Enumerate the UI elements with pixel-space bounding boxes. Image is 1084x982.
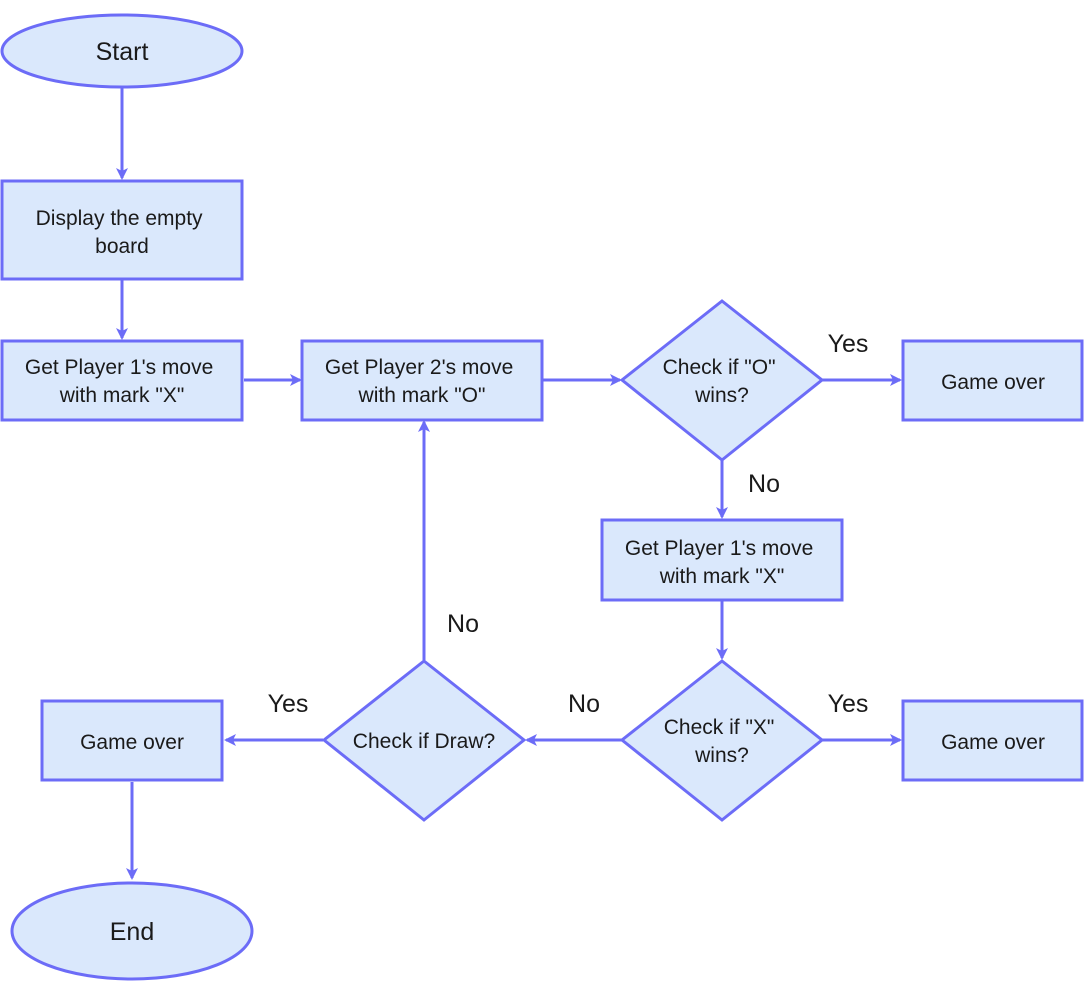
edge-label-draw-yes: Yes bbox=[268, 690, 309, 718]
svg-text:Check if "X" wins?: Check if "X" wins? bbox=[664, 716, 780, 767]
svg-text:End: End bbox=[110, 918, 154, 946]
svg-text:Get Player 1's move with: Get Player 1's move with mark "X" bbox=[25, 356, 219, 407]
game-over-o-label: Game over bbox=[941, 371, 1045, 394]
game-over-draw-label: Game over bbox=[80, 731, 184, 754]
svg-text:Get Player 1's move with: Get Player 1's move with mark "X" bbox=[625, 537, 819, 588]
check-x-wins-label-line1: Check if "X" bbox=[664, 716, 775, 739]
p2-move-label-line2: with mark "O" bbox=[358, 384, 486, 407]
svg-text:Game over: Game over bbox=[941, 731, 1045, 754]
game-over-x-terminal: Game over bbox=[901, 699, 1084, 782]
edge-label-o-wins-yes: Yes bbox=[828, 330, 869, 358]
game-over-draw-terminal: Game over bbox=[40, 699, 224, 782]
p2-move-label-line1: Get Player 2's move bbox=[325, 356, 513, 379]
edge-label-x-wins-yes: Yes bbox=[828, 690, 869, 718]
svg-text:Check if "O" wins?: Check if "O" wins? bbox=[663, 356, 782, 407]
display-board-label-line2: board bbox=[95, 235, 149, 258]
edge-label-x-wins-no: No bbox=[568, 690, 600, 718]
check-o-wins-decision: Check if "O" wins? bbox=[619, 299, 825, 462]
p1-move-label-line1: Get Player 1's move bbox=[25, 356, 213, 379]
p1-move-second-label-line2: with mark "X" bbox=[659, 565, 785, 588]
p1-move-process: Get Player 1's move with mark "X" bbox=[0, 339, 244, 422]
start-terminal: Start bbox=[0, 13, 244, 89]
p1-move-second-process: Get Player 1's move with mark "X" bbox=[600, 518, 844, 602]
check-x-wins-decision: Check if "X" wins? bbox=[619, 659, 825, 822]
check-o-wins-label-line2: wins? bbox=[694, 384, 749, 407]
display-board-process: Display the empty board bbox=[0, 179, 244, 281]
p1-move-label-line2: with mark "X" bbox=[59, 384, 185, 407]
svg-text:Game over: Game over bbox=[941, 371, 1045, 394]
edge-label-draw-no: No bbox=[447, 610, 479, 638]
p2-move-process: Get Player 2's move with mark "O" bbox=[300, 339, 544, 422]
game-over-x-label: Game over bbox=[941, 731, 1045, 754]
start-label: Start bbox=[96, 38, 149, 66]
svg-text:Display the empty board: Display the empty board bbox=[36, 207, 209, 258]
svg-text:Get Player 2's move with: Get Player 2's move with mark "O" bbox=[325, 356, 519, 407]
edge-label-o-wins-no: No bbox=[748, 470, 780, 498]
end-terminal: End bbox=[10, 881, 254, 981]
check-x-wins-label-line2: wins? bbox=[694, 744, 749, 767]
svg-text:Game over: Game over bbox=[80, 731, 184, 754]
display-board-label-line1: Display the empty bbox=[36, 207, 203, 230]
p1-move-second-label-line1: Get Player 1's move bbox=[625, 537, 813, 560]
svg-text:Start: Start bbox=[96, 38, 149, 66]
svg-text:Check if Draw?: Check if Draw? bbox=[353, 730, 495, 753]
end-label: End bbox=[110, 918, 154, 946]
game-over-o-terminal: Game over bbox=[901, 339, 1084, 422]
check-draw-label: Check if Draw? bbox=[353, 730, 495, 753]
check-o-wins-label-line1: Check if "O" bbox=[663, 356, 776, 379]
check-draw-decision: Check if Draw? bbox=[321, 659, 527, 822]
